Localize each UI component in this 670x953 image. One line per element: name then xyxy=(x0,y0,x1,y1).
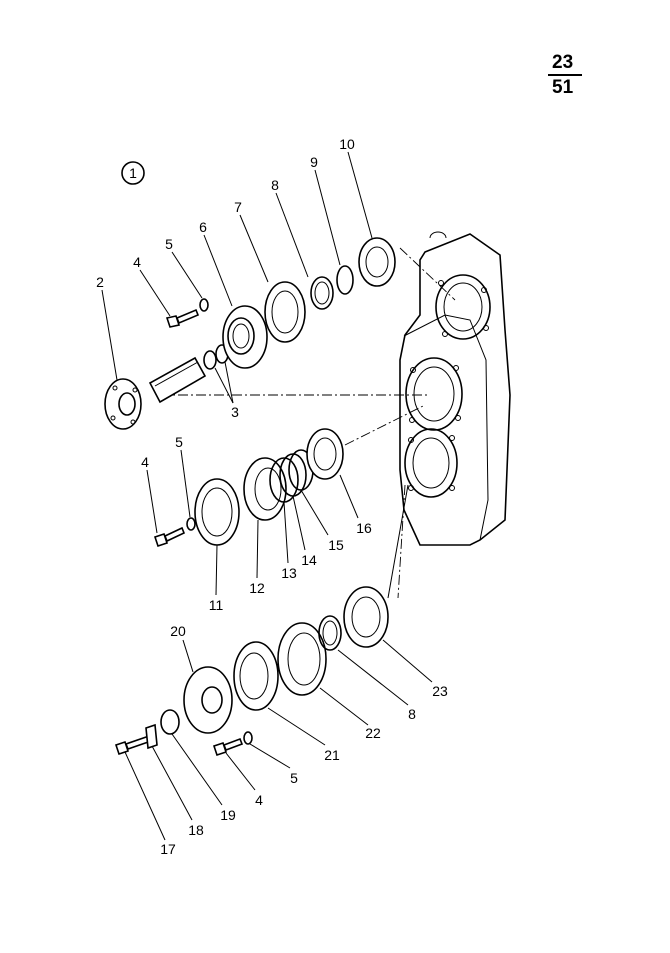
callout-7: 7 xyxy=(234,199,242,215)
leader-lines xyxy=(101,151,433,841)
figure-number: 1 xyxy=(129,165,137,181)
intermediate-shaft-assembly xyxy=(153,428,344,548)
bolt xyxy=(212,737,244,757)
bolt xyxy=(165,308,200,328)
callout-3: 3 xyxy=(231,404,239,420)
assembly-centre-lines xyxy=(160,247,456,599)
callout-4-mid: 4 xyxy=(141,454,149,470)
page-ref-top: 23 xyxy=(552,52,574,73)
bearing-cover xyxy=(222,305,268,369)
callout-22: 22 xyxy=(365,725,381,741)
callout-19: 19 xyxy=(220,807,236,823)
page-reference: 23 51 xyxy=(548,52,584,99)
callout-10: 10 xyxy=(339,136,355,152)
callout-18: 18 xyxy=(188,822,204,838)
callout-8-low: 8 xyxy=(408,706,416,722)
callout-16: 16 xyxy=(356,520,372,536)
callout-21: 21 xyxy=(324,747,340,763)
callout-5-mid: 5 xyxy=(175,434,183,450)
callout-5-low: 5 xyxy=(290,770,298,786)
bolt xyxy=(153,526,186,548)
callout-6: 6 xyxy=(199,219,207,235)
output-shaft-assembly xyxy=(114,586,389,757)
callout-15: 15 xyxy=(328,537,344,553)
callout-labels: 2 3 4 5 6 7 8 9 10 4 5 11 12 13 14 15 16… xyxy=(96,136,448,857)
bearing xyxy=(358,237,396,287)
callout-8-top: 8 xyxy=(271,177,279,193)
callout-14: 14 xyxy=(301,552,317,568)
callout-2: 2 xyxy=(96,274,104,290)
callout-12: 12 xyxy=(249,580,265,596)
callout-4-low: 4 xyxy=(255,792,263,808)
callout-5-top: 5 xyxy=(165,236,173,252)
callout-17: 17 xyxy=(160,841,176,857)
page-ref-bottom: 51 xyxy=(552,77,574,98)
callout-20: 20 xyxy=(170,623,186,639)
callout-13: 13 xyxy=(281,565,297,581)
flange-shaft xyxy=(104,356,207,430)
page-ref-rule xyxy=(548,74,582,76)
callout-23: 23 xyxy=(432,683,448,699)
callout-9: 9 xyxy=(310,154,318,170)
callout-4-top: 4 xyxy=(133,254,141,270)
figure-number-marker: 1 xyxy=(121,161,145,185)
gearbox-housing xyxy=(399,231,511,546)
input-shaft-assembly xyxy=(104,237,396,430)
callout-11: 11 xyxy=(209,597,224,613)
